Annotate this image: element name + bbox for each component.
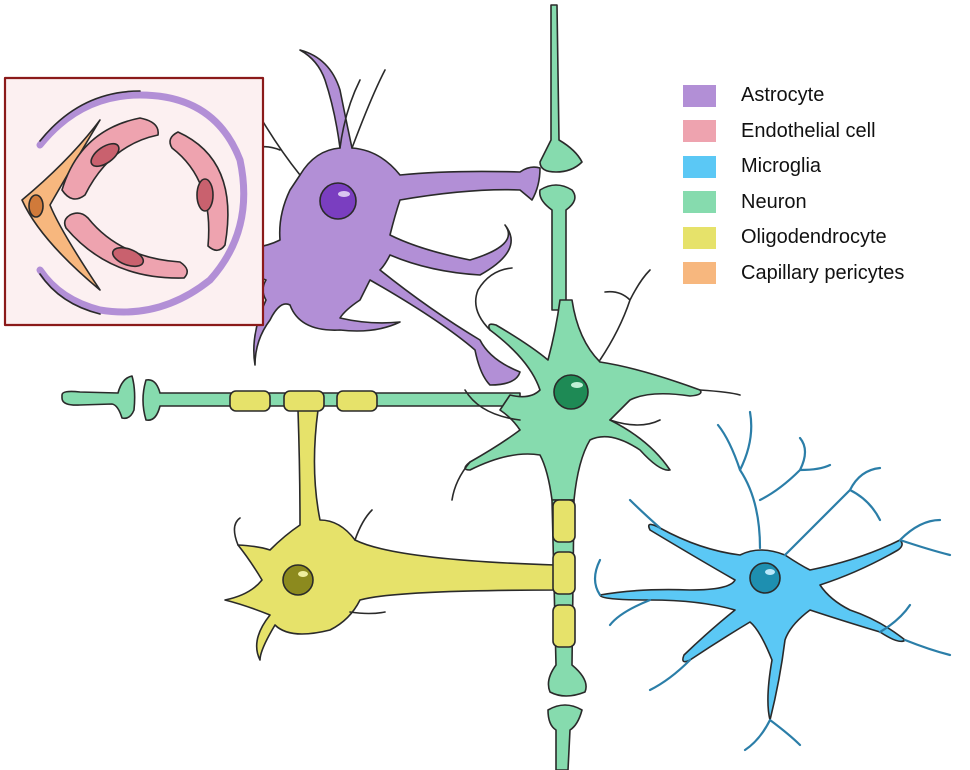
neuron-nucleus xyxy=(553,374,589,410)
myelin-segment xyxy=(229,390,271,412)
legend-swatch xyxy=(683,226,716,249)
neuron-synapse-bottom xyxy=(547,704,583,770)
pericyte-nucleus xyxy=(28,194,44,218)
neuron-axon-segment xyxy=(142,378,521,422)
legend-swatch xyxy=(683,262,716,285)
neuron-dendrite xyxy=(451,267,741,501)
endothelial-nucleus xyxy=(90,142,120,168)
legend-swatch xyxy=(683,191,716,214)
legend-item-microglia: Microglia xyxy=(683,149,904,185)
legend-item-capillary-pericytes: Capillary pericytes xyxy=(683,256,904,292)
legend-label: Capillary pericytes xyxy=(741,261,905,284)
astrocyte-endfoot-outline xyxy=(39,90,141,315)
endothelial-cell xyxy=(169,131,229,252)
neuron-axon-top xyxy=(539,4,583,173)
myelin-segment xyxy=(283,390,325,412)
legend-swatch xyxy=(683,155,716,178)
astrocyte-branch xyxy=(244,69,386,176)
oligodendrocyte-body xyxy=(224,409,561,661)
legend-label: Neuron xyxy=(741,190,807,213)
legend-label: Microglia xyxy=(741,155,822,178)
legend-swatch xyxy=(683,120,716,143)
legend-item-endothelial-cell: Endothelial cell xyxy=(683,114,904,150)
oligodendrocyte-branch xyxy=(233,509,386,615)
microglia-nucleus-shine xyxy=(765,569,775,575)
myelin-segment xyxy=(552,551,576,595)
microglia-body xyxy=(599,523,906,721)
myelin-sheaths xyxy=(229,390,576,648)
microglia-nucleus xyxy=(749,562,781,594)
myelin-segment xyxy=(552,499,576,543)
legend-label: Astrocyte xyxy=(741,84,825,107)
endothelial-nucleus xyxy=(196,178,214,212)
neuron-nucleus-shine xyxy=(571,382,583,388)
endothelial-cell xyxy=(63,212,188,279)
astrocyte-body xyxy=(224,49,541,386)
myelin-segment xyxy=(552,604,576,648)
legend-swatch xyxy=(683,84,716,107)
oligodendrocyte xyxy=(224,409,561,661)
astrocyte xyxy=(224,49,541,386)
oligodendrocyte-nucleus-shine xyxy=(298,571,308,577)
legend-item-oligodendrocyte: Oligodendrocyte xyxy=(683,220,904,256)
astrocyte-endfoot xyxy=(36,91,248,316)
astrocyte-nucleus-shine xyxy=(338,191,350,197)
neuron-synapse-top xyxy=(538,184,576,311)
legend-item-astrocyte: Astrocyte xyxy=(683,78,904,114)
myelin-segment xyxy=(336,390,378,412)
microglia xyxy=(593,410,952,752)
endothelial-nucleus xyxy=(111,246,145,268)
astrocyte-nucleus xyxy=(319,182,357,220)
oligodendrocyte-nucleus xyxy=(282,564,314,596)
neuron xyxy=(61,4,741,770)
legend-label: Endothelial cell xyxy=(741,119,876,142)
legend-item-neuron: Neuron xyxy=(683,185,904,221)
capillary-inset xyxy=(3,76,265,327)
legend-label: Oligodendrocyte xyxy=(741,226,887,249)
legend: Astrocyte Endothelial cell Microglia Neu… xyxy=(683,78,904,291)
neuron-axon-horizontal xyxy=(61,375,136,420)
microglia-branch xyxy=(593,410,952,752)
